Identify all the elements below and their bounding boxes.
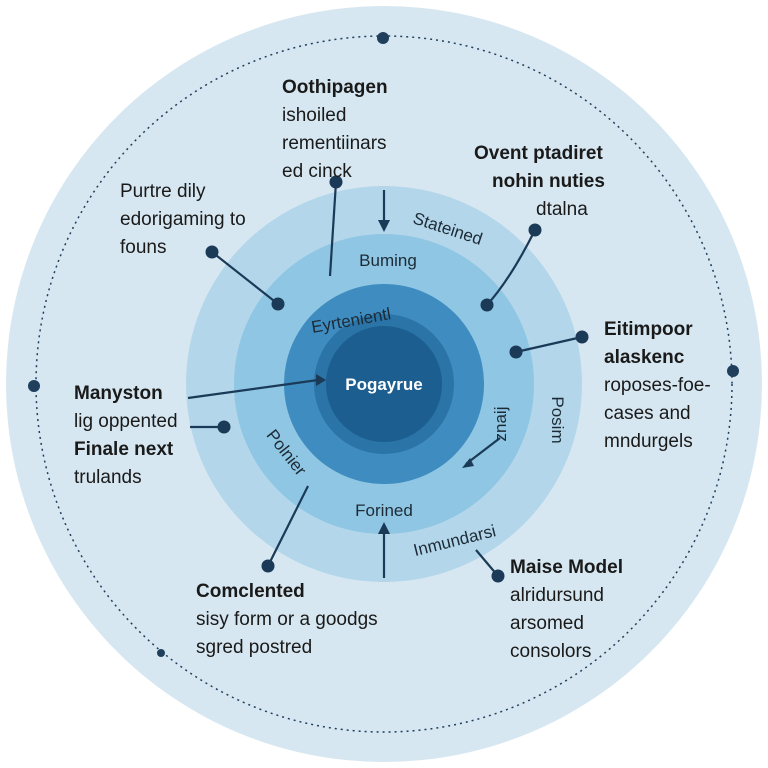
node-top-right-inner bbox=[480, 298, 494, 312]
callout-bottom-right: Maise Model alridursund arsomed consolor… bbox=[510, 554, 623, 666]
node-right-inner bbox=[509, 345, 523, 359]
callout-left: Manyston lig oppented Finale next trulan… bbox=[74, 380, 178, 492]
connector-top-center bbox=[328, 181, 338, 277]
callout-top-center-line-3: rementiinars bbox=[282, 133, 387, 154]
node-top-center bbox=[329, 175, 343, 189]
callout-top-center: Oothipagen ishoiled rementiinars ed cinc… bbox=[282, 74, 388, 186]
node-top-right bbox=[528, 223, 542, 237]
ring2-label-top: Buming bbox=[359, 251, 417, 270]
node-top-left-inner bbox=[271, 297, 285, 311]
callout-bottom-right-line-4: consolors bbox=[510, 641, 592, 662]
callout-left-line-3: Finale next bbox=[74, 439, 174, 460]
arrowhead-right bbox=[462, 458, 474, 468]
callout-top-center-line-2: ishoiled bbox=[282, 105, 347, 126]
connector-lines bbox=[187, 181, 583, 578]
callout-top-right-line-3: dtalna bbox=[536, 199, 588, 220]
ring2-label-right: znaij bbox=[491, 407, 510, 442]
callout-top-left-line-2: edorigaming to bbox=[120, 209, 246, 230]
callout-top-center-title: Oothipagen bbox=[282, 77, 388, 98]
callout-bottom-left-line-3: sgred postred bbox=[196, 637, 313, 658]
arrowheads bbox=[316, 220, 474, 534]
connector-arrow-right bbox=[465, 437, 501, 465]
callout-right-line-4: cases and bbox=[604, 403, 691, 424]
ring1-label-right: Posim bbox=[548, 396, 567, 443]
callout-bottom-right-title: Maise Model bbox=[510, 557, 623, 578]
callout-top-right-title: Ovent ptadiret bbox=[474, 143, 603, 164]
connector-bottom-left bbox=[267, 485, 309, 567]
callout-top-left-line-1: Purtre dily bbox=[120, 181, 206, 202]
connector-top-right bbox=[486, 229, 536, 306]
core-circle bbox=[326, 326, 442, 442]
center-label: Pogayrue bbox=[345, 375, 422, 394]
callout-top-left-line-3: founs bbox=[120, 237, 167, 258]
connector-right bbox=[515, 335, 583, 354]
callout-right-line-5: mndurgels bbox=[604, 431, 693, 452]
callout-right-line-2: alaskenc bbox=[604, 347, 685, 368]
outer-ring-dot-left bbox=[28, 380, 40, 392]
node-markers bbox=[205, 175, 589, 583]
callout-top-center-line-4: ed cinck bbox=[282, 161, 352, 182]
node-top-left bbox=[205, 245, 219, 259]
node-left bbox=[217, 420, 231, 434]
callout-left-title: Manyston bbox=[74, 383, 163, 404]
callout-right-line-3: roposes-foe- bbox=[604, 375, 711, 396]
outer-ring-dot-top bbox=[377, 32, 389, 44]
arrowhead-left bbox=[316, 374, 326, 386]
callout-right: Eitimpoor alaskenc roposes-foe- cases an… bbox=[604, 316, 711, 456]
node-right bbox=[575, 330, 589, 344]
node-bottom-right bbox=[491, 569, 505, 583]
arrowhead-up bbox=[378, 522, 390, 534]
callout-bottom-left-title: Comclented bbox=[196, 581, 305, 602]
callout-bottom-left-line-2: sisy form or a goodgs bbox=[196, 609, 378, 630]
callout-left-line-4: trulands bbox=[74, 467, 142, 488]
outer-ring-dot-bottom-left bbox=[157, 649, 165, 657]
outer-ring-dot-right bbox=[727, 365, 739, 377]
arrowhead-down bbox=[378, 220, 390, 232]
callout-left-line-2: lig oppented bbox=[74, 411, 178, 432]
node-bottom-left bbox=[261, 559, 275, 573]
callout-bottom-right-line-2: alridursund bbox=[510, 585, 604, 606]
callout-top-left: Purtre dily edorigaming to founs bbox=[120, 178, 246, 262]
connector-arrow-left bbox=[187, 378, 319, 400]
callout-right-title: Eitimpoor bbox=[604, 319, 693, 340]
callout-top-right: Ovent ptadiret nohin nuties dtalna bbox=[474, 140, 605, 224]
callout-bottom-left: Comclented sisy form or a goodgs sgred p… bbox=[196, 578, 378, 662]
callout-bottom-right-line-3: arsomed bbox=[510, 613, 584, 634]
ring2-label-bottom: Forined bbox=[355, 501, 413, 520]
connector-top-left bbox=[211, 251, 279, 305]
callout-top-right-line-2: nohin nuties bbox=[492, 171, 605, 192]
